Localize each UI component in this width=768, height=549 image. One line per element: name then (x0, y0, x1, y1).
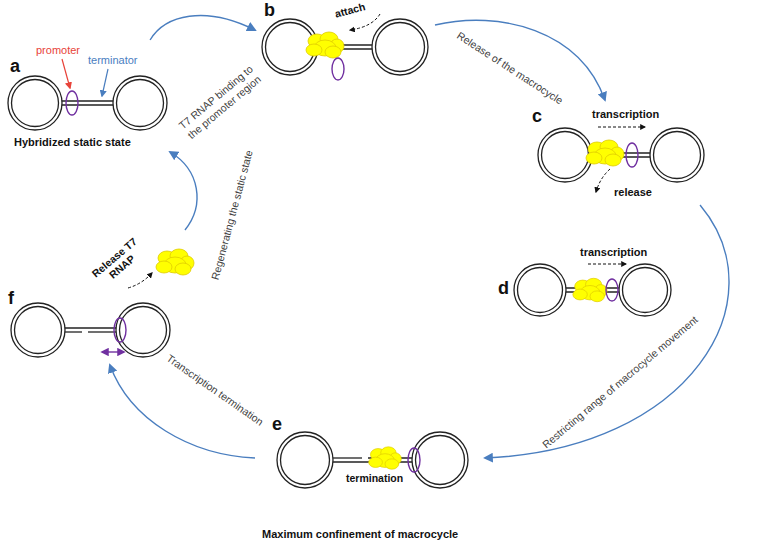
panel-letter: c (532, 106, 542, 127)
state-caption: Maximum confinement of macrocycle (262, 528, 458, 541)
state-node: d transcription (495, 240, 680, 320)
action-label: Release T7 RNAP (86, 233, 149, 291)
panel-letter: f (8, 288, 14, 309)
panel-letter: a (10, 56, 20, 77)
action-label: release (614, 186, 652, 199)
region-label: promoter (36, 44, 80, 57)
state-node: b attach (255, 0, 435, 85)
state-node: c transcription release (528, 100, 712, 205)
step-label: Release of the macrocycle (455, 29, 566, 107)
state-caption: Hybridized static state (14, 136, 131, 149)
action-label: transcription (592, 108, 659, 121)
step-label: Transcription termination (164, 352, 266, 428)
region-label: terminator (88, 54, 138, 67)
panel-letter: e (272, 414, 282, 435)
cycle-arrow (110, 365, 255, 458)
cycle-arrow (150, 16, 255, 40)
panel-letter: b (264, 0, 275, 21)
cycle-arrow (485, 205, 729, 458)
action-label: attach (333, 0, 366, 20)
step-label: T7 RNAP binding to the promoter region (170, 57, 270, 147)
action-label: transcription (580, 246, 647, 259)
cycle-arrow (170, 152, 197, 230)
step-label: Restricting range of macrocycle movement (540, 313, 701, 451)
state-node: a promoter terminatorHybridized static sta… (5, 40, 185, 152)
action-label: termination (346, 472, 403, 484)
state-node: f Release T7 RNAP (5, 230, 200, 365)
panel-letter: d (498, 278, 509, 299)
step-label: Regenerating the static state (209, 149, 256, 281)
state-node: e terminationMaximum confinement of macro… (255, 415, 485, 548)
